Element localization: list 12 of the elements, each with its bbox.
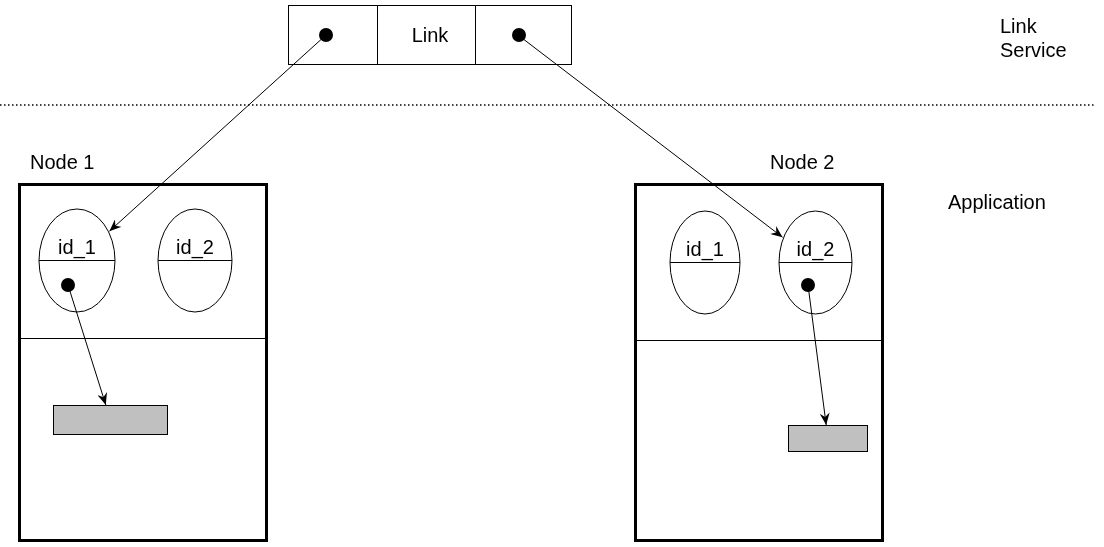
node-title: Node 2	[770, 150, 835, 174]
record-label: Link	[411, 23, 449, 47]
data-bar	[53, 405, 168, 435]
object-id: id_2	[176, 234, 214, 259]
node-title: Node 1	[30, 150, 95, 174]
object-id: id_1	[686, 236, 724, 261]
object-id: id_2	[796, 236, 835, 261]
layer-label: Application	[948, 190, 1046, 214]
layer-label: Link Service	[1000, 14, 1068, 62]
link-record	[288, 5, 572, 65]
object-id: id_1	[58, 234, 96, 259]
data-bar	[788, 425, 868, 452]
